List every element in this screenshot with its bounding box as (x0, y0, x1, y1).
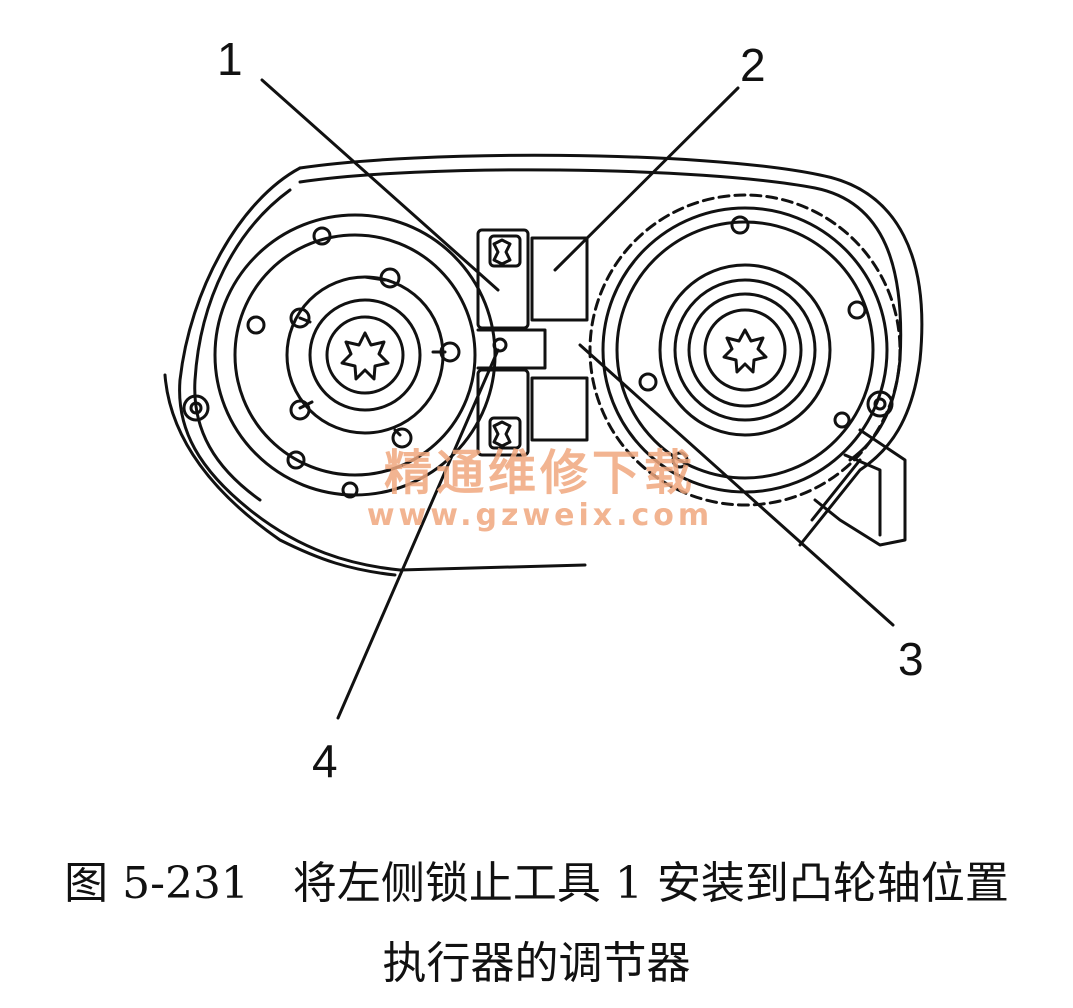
figure-caption-line-2: 执行器的调节器 (382, 938, 691, 989)
leader-4 (336, 348, 500, 720)
left-torx-bolt (340, 331, 390, 381)
leader-2 (553, 86, 740, 272)
leader-3 (578, 343, 895, 627)
cover-outline (298, 153, 924, 547)
leader-1 (260, 78, 500, 292)
actuator-adjuster (530, 236, 589, 322)
locking-tool-upper (476, 228, 530, 330)
callout-3: 3 (898, 633, 924, 685)
right-hub (658, 263, 832, 437)
callout-2: 2 (740, 39, 766, 91)
locking-tool-center (476, 328, 547, 370)
cover-outline-inner (298, 168, 903, 462)
figure-caption-line-1: 图 5-231 将左侧锁止工具 1 安装到凸轮轴位置 (64, 858, 1009, 909)
sensor-connector (813, 428, 907, 547)
cover-left-edge-inner (193, 188, 292, 502)
locking-tool-lower (476, 368, 530, 457)
callout-1: 1 (217, 33, 243, 85)
callout-4: 4 (312, 735, 338, 787)
cover-left-edge (178, 166, 402, 572)
right-sprocket (588, 193, 902, 507)
right-torx-bolt (722, 328, 768, 374)
